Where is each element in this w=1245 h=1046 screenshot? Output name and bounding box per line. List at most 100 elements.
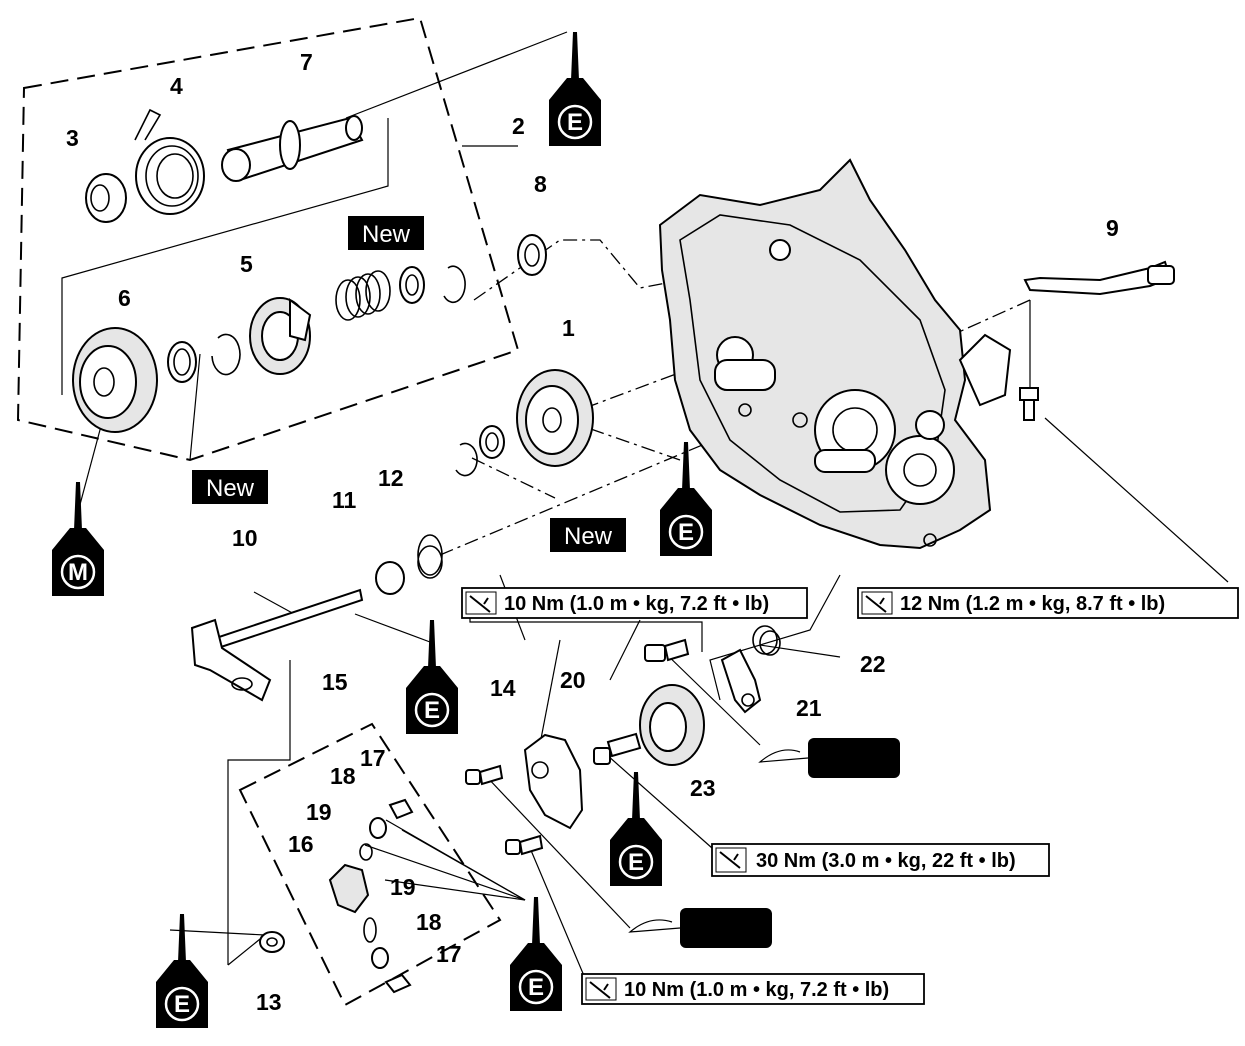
part-number: 20 [560,667,586,693]
part-8-washer [517,234,547,276]
engine-oil-symbol-shift-cam: E [510,897,562,1011]
part-number: 7 [300,49,313,75]
engine-oil-symbol-shift-shaft: E [406,620,458,734]
part-number: 2 [512,113,525,139]
compression-spring [335,270,391,321]
part-7-kick-shaft [221,115,364,182]
torque-spec-text: 12 Nm (1.2 m • kg, 8.7 ft • lb) [900,593,1165,615]
part-number: 17 [436,941,462,967]
part-21-stopper-lever [720,648,762,714]
idle-gear-washer [479,425,505,459]
oil-symbol-letter: E [567,109,583,136]
part-number: 11 [332,487,357,513]
part-number: 22 [860,651,886,677]
oil-symbol-letter: E [628,849,644,876]
idle-gear-circlip [455,442,478,477]
guide-plate-screw-1 [465,764,504,786]
torque-spec-guide-screw: 10 Nm (1.0 m • kg, 7.2 ft • lb) [581,973,925,1005]
part-number: 19 [306,799,332,825]
part-number: 1 [562,315,575,341]
kick-crank-bolt [1019,387,1039,421]
oil-symbol-letter: M [68,559,88,586]
part-19-spring-bottom [363,917,377,943]
torque-spec-bolt-20: 10 Nm (1.0 m • kg, 7.2 ft • lb) [461,587,808,619]
engine-oil-symbol-segment-bolt: E [610,772,662,886]
engine-oil-symbol-kick-shaft: E [549,32,601,146]
part-number: 23 [690,775,716,801]
circlip-right [443,265,466,304]
oil-symbol-letter: E [424,697,440,724]
crankcase-cover [658,158,1012,550]
part-14-guide-plate [523,733,584,830]
part-12-spring [417,534,443,579]
part-number: 16 [288,831,314,857]
part-6-kick-gear [72,327,158,433]
part-number: 21 [796,695,822,721]
part-number: 6 [118,285,131,311]
part-10-shift-shaft [190,588,364,702]
part-9-kickstarter-crank [1023,260,1175,296]
part-13-collar [259,931,285,953]
torque-wrench-icon [469,595,491,613]
part-1-idle-gear [516,369,594,467]
part-number: 12 [378,465,404,491]
part-11-collar [375,561,405,595]
part-18-pin-bottom [371,947,389,969]
new-label-circlip-upper: New [348,216,424,250]
part-4-torsion-spring [134,108,205,215]
part-number: 18 [416,909,442,935]
oil-symbol-letter: E [528,974,544,1001]
washer-2 [399,266,425,304]
guide-plate-screw-2 [505,834,544,856]
part-3-collar [85,173,127,223]
part-17-pawl-top [388,798,414,820]
part-23-segment [639,684,705,766]
molybdenum-grease-symbol-kick-gear: M [52,482,104,596]
new-label-text: New [362,221,411,248]
part-16-shift-cam [328,863,370,914]
new-label-circlip-left: New [192,470,268,504]
torque-wrench-icon [865,595,887,613]
part-number: 18 [330,763,356,789]
torque-wrench-icon [589,981,611,999]
torque-spec-segment-bolt: 30 Nm (3.0 m • kg, 22 ft • lb) [711,843,1050,877]
torque-spec-kick-crank-bolt: 12 Nm (1.2 m • kg, 8.7 ft • lb) [857,587,1239,619]
new-label-text: New [564,523,613,550]
part-5-ratchet-wheel [249,297,312,375]
torque-spec-text: 10 Nm (1.0 m • kg, 7.2 ft • lb) [624,979,889,1001]
part-number: 17 [360,745,386,771]
oil-symbol-letter: E [174,991,190,1018]
shift-cam-assembly-boundary [238,722,502,1007]
part-number: 19 [390,874,416,900]
torque-wrench-icon [719,851,741,869]
washer [167,341,197,383]
part-number: 13 [256,989,282,1015]
part-number: 14 [490,675,516,701]
part-19-spring-top [359,843,373,861]
part-number: 5 [240,251,253,277]
part-number: 4 [170,73,183,99]
part-18-pin-top [369,817,387,839]
engine-oil-symbol-collar: E [156,914,208,1028]
new-label-circlip-idle: New [550,518,626,552]
torque-spec-text: 10 Nm (1.0 m • kg, 7.2 ft • lb) [504,593,769,615]
segment-bolt [593,732,642,765]
new-label-text: New [206,475,255,502]
part-number: 8 [534,171,547,197]
part-22-spring [752,625,781,656]
kick-shaft-assembly-boundary [16,16,520,462]
part-number: 3 [66,125,79,151]
part-number: 15 [322,669,348,695]
circlip-left [211,333,241,376]
part-17-pawl-bottom [384,973,412,994]
part-number-labels: 1 2 3 4 5 6 7 8 9 10 11 12 13 14 15 16 1… [66,49,1119,1015]
locking-agent-tube-1 [758,738,900,778]
part-number: 10 [232,525,258,551]
locking-agent-tube-2 [628,908,772,948]
oil-symbol-letter: E [678,519,694,546]
engine-oil-symbol-idle-gear: E [660,442,712,556]
part-number: 9 [1106,215,1119,241]
part-20-bolt [644,638,690,662]
torque-spec-text: 30 Nm (3.0 m • kg, 22 ft • lb) [756,850,1016,872]
